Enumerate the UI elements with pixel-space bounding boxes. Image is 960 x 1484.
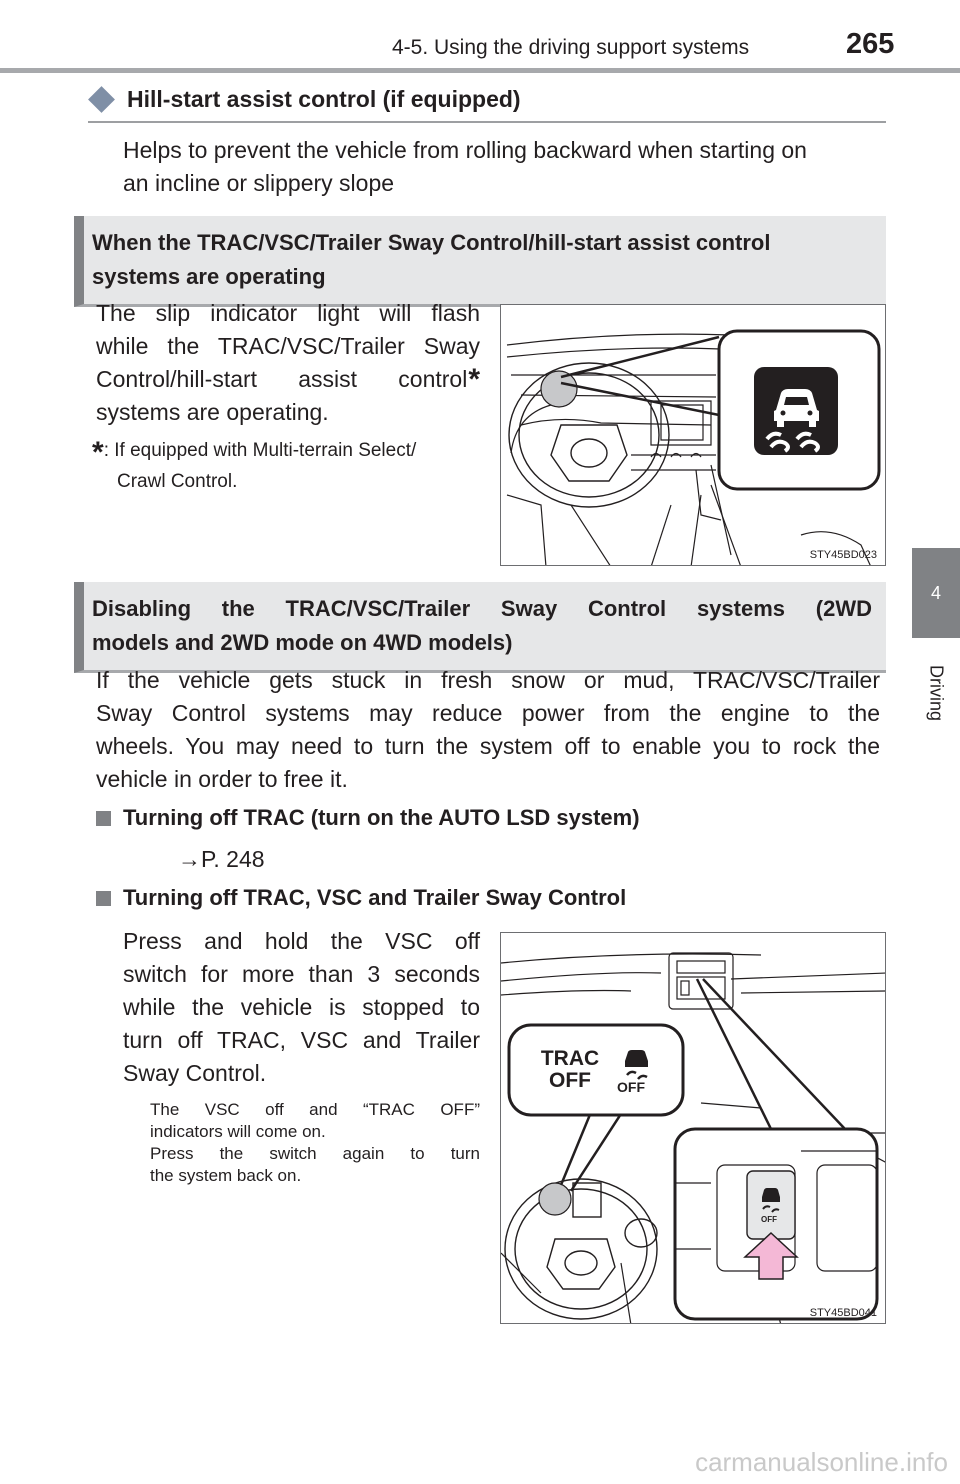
- turning-off-trac-heading-text: Turning off TRAC (turn on the AUTO LSD s…: [123, 805, 640, 830]
- note-line-3: Press the switch again to turn: [150, 1144, 480, 1163]
- vsc-switch-illustration: [501, 952, 885, 1323]
- disabling-line-1: If the vehicle gets stuck in fresh snow …: [96, 667, 880, 693]
- operating-title-line-1: When the TRAC/VSC/Trailer Sway Control/h…: [92, 230, 771, 255]
- page-number: 265: [846, 28, 895, 60]
- note-line-1: The VSC off and “TRAC OFF”: [150, 1100, 480, 1119]
- reference-text: P. 248: [201, 846, 265, 872]
- header-divider: [0, 68, 960, 73]
- note-line-4: the system back on.: [150, 1166, 302, 1185]
- footnote-line-2: Crawl Control.: [117, 471, 238, 492]
- footnote-line-1: : If equipped with Multi-terrain Select/: [103, 440, 417, 461]
- figure-slip-indicator: STY45BD023: [500, 304, 886, 566]
- disabling-title-line-1: Disabling the TRAC/VSC/Trailer Sway Cont…: [92, 596, 872, 621]
- press-arrow-icon: [743, 1231, 799, 1280]
- figure-vsc-off-switch: TRAC OFF OFF OFF STY45BD041: [500, 932, 886, 1324]
- figure-code: STY45BD023: [809, 549, 877, 561]
- disabling-title-line-2: models and 2WD mode on 4WD models): [92, 630, 513, 655]
- reference-arrow-icon: →: [178, 846, 201, 872]
- turning-off-line-2: switch for more than 3 seconds: [123, 961, 480, 987]
- square-bullet-icon: [96, 890, 111, 906]
- dashboard-illustration: [506, 329, 881, 565]
- operating-line-3-text: Control/hill-start assist control: [96, 366, 468, 392]
- operating-line-1: The slip indicator light will flash: [96, 300, 480, 326]
- header-section-title: 4-5. Using the driving support systems: [392, 36, 750, 59]
- vsc-off-icon: [625, 1050, 648, 1080]
- trac-off-indicator: TRAC OFF: [539, 1048, 601, 1092]
- footnote: *: If equipped with Multi-terrain Select…: [92, 436, 417, 469]
- turning-off-all-heading-text: Turning off TRAC, VSC and Trailer Sway C…: [123, 885, 627, 910]
- subheading-divider: [88, 121, 886, 123]
- hill-start-line-2: an incline or slippery slope: [123, 170, 395, 196]
- disabling-line-4: vehicle in order to free it.: [96, 766, 348, 792]
- hill-start-heading-text: Hill-start assist control (if equipped): [127, 86, 521, 112]
- operating-title-line-2: systems are operating: [92, 264, 326, 289]
- turning-off-all-heading: Turning off TRAC, VSC and Trailer Sway C…: [96, 885, 626, 911]
- trac-label: TRAC: [540, 1047, 600, 1070]
- footnote-marker: *: [468, 363, 480, 396]
- operating-section-title: When the TRAC/VSC/Trailer Sway Control/h…: [74, 216, 886, 307]
- watermark: carmanualsonline.info: [695, 1447, 948, 1477]
- disabling-section-title: Disabling the TRAC/VSC/Trailer Sway Cont…: [74, 582, 886, 673]
- hill-start-heading: Hill-start assist control (if equipped): [88, 86, 521, 113]
- vsc-off-indicator-label: OFF: [617, 1079, 645, 1095]
- operating-line-4: systems are operating.: [96, 399, 329, 425]
- diamond-bullet-icon: [88, 86, 115, 113]
- figure-code: STY45BD041: [809, 1307, 877, 1319]
- page-reference-link[interactable]: →P. 248: [178, 843, 265, 876]
- vehicle-skid-icon: [754, 367, 838, 455]
- turning-off-line-1: Press and hold the VSC off: [123, 928, 480, 954]
- disabling-line-3: wheels. You may need to turn the system …: [96, 733, 880, 759]
- operating-line-3: Control/hill-start assist control *: [96, 363, 480, 396]
- trac-off-label: OFF: [549, 1069, 591, 1092]
- vsc-off-switch[interactable]: OFF: [761, 1215, 777, 1224]
- turning-off-line-5: Sway Control.: [123, 1060, 267, 1086]
- turning-off-trac-heading: Turning off TRAC (turn on the AUTO LSD s…: [96, 805, 640, 831]
- chapter-label: Driving: [906, 648, 960, 738]
- turning-off-line-3: while the vehicle is stopped to: [123, 994, 480, 1020]
- hill-start-line-1: Helps to prevent the vehicle from rollin…: [123, 137, 807, 163]
- disabling-line-2: Sway Control systems may reduce power fr…: [96, 700, 880, 726]
- chapter-tab: 4: [912, 548, 960, 638]
- chapter-name: Driving: [926, 664, 947, 722]
- note-line-2: indicators will come on.: [150, 1122, 326, 1141]
- chapter-number: 4: [930, 582, 941, 603]
- operating-line-2: while the TRAC/VSC/Trailer Sway: [96, 333, 480, 359]
- vsc-off-switch-icon: [762, 1188, 780, 1213]
- turning-off-line-4: turn off TRAC, VSC and Trailer: [123, 1027, 480, 1053]
- square-bullet-icon: [96, 810, 111, 826]
- footnote-star: *: [92, 436, 104, 469]
